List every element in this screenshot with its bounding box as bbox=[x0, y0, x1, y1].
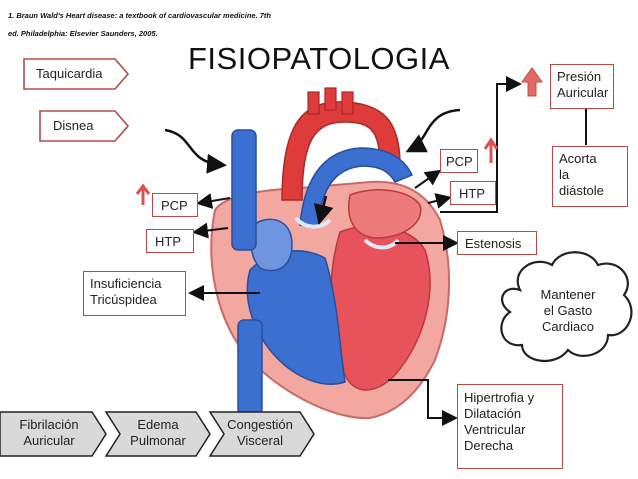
reference-line-2: ed. Philadelphia: Elsevier Saunders, 200… bbox=[8, 29, 158, 38]
mantener-line-3: Cardiaco bbox=[541, 319, 595, 334]
pcp-left-box: PCP bbox=[152, 193, 198, 217]
chevron-1-line-2: Auricular bbox=[23, 433, 75, 448]
htp-left-label: HTP bbox=[155, 234, 181, 249]
disnea-shape bbox=[39, 110, 130, 142]
curved-arrow-icon bbox=[405, 108, 461, 153]
presion-line-2: Auricular bbox=[557, 85, 609, 100]
heart-illustration bbox=[210, 87, 451, 420]
hipertrofia-line-2: Dilatación bbox=[464, 406, 522, 421]
acorta-box: Acorta la diástole bbox=[552, 146, 628, 207]
cloud-shape bbox=[500, 251, 633, 363]
estenosis-label: Estenosis bbox=[465, 236, 522, 251]
chevron-congestion: Congestión Visceral bbox=[214, 417, 306, 449]
hipertrofia-line-1: Hipertrofia y bbox=[464, 390, 535, 405]
chevron-fibrilacion: Fibrilación Auricular bbox=[4, 417, 94, 449]
disnea-label: Disnea bbox=[53, 118, 94, 133]
chevron-2-line-1: Edema bbox=[137, 417, 179, 432]
pcp-right-label: PCP bbox=[446, 154, 473, 169]
up-arrow-icon bbox=[521, 67, 543, 97]
page-title: FISIOPATOLOGIA bbox=[188, 41, 450, 76]
reference-line-1: 1. Braun Wald's Heart disease: a textboo… bbox=[8, 11, 271, 20]
insuficiencia-box: Insuficiencia Tricúspidea bbox=[83, 271, 186, 316]
mantener-line-1: Mantener bbox=[540, 287, 596, 302]
hipertrofia-line-3: Ventricular bbox=[464, 422, 526, 437]
hipertrofia-box: Hipertrofia y Dilatación Ventricular Der… bbox=[457, 384, 563, 469]
chevron-1-line-1: Fibrilación bbox=[19, 417, 79, 432]
mantener-line-2: el Gasto bbox=[543, 303, 593, 318]
acorta-line-3: diástole bbox=[559, 183, 604, 198]
up-arrow-icon bbox=[135, 183, 151, 205]
chevron-shape bbox=[0, 411, 107, 457]
insuficiencia-line-2: Tricúspidea bbox=[90, 292, 157, 307]
acorta-line-2: la bbox=[559, 167, 570, 182]
mantener-text: Mantener el Gasto Cardiaco bbox=[520, 287, 616, 335]
estenosis-box: Estenosis bbox=[457, 231, 537, 255]
presion-line-1: Presión bbox=[557, 69, 602, 84]
chevron-2-line-2: Pulmonar bbox=[130, 433, 186, 448]
htp-right-label: HTP bbox=[459, 186, 485, 201]
htp-right-box: HTP bbox=[450, 181, 496, 205]
chevron-edema: Edema Pulmonar bbox=[112, 417, 204, 449]
pcp-left-label: PCP bbox=[161, 198, 188, 213]
chevron-3-line-1: Congestión bbox=[227, 417, 293, 432]
up-arrow-icon bbox=[483, 137, 499, 163]
chevron-shape bbox=[104, 411, 211, 457]
acorta-line-1: Acorta bbox=[559, 151, 597, 166]
chevron-shape bbox=[208, 411, 315, 457]
pcp-right-box: PCP bbox=[440, 149, 478, 173]
chevron-3-line-2: Visceral bbox=[236, 433, 283, 448]
taquicardia-label: Taquicardia bbox=[36, 66, 103, 81]
insuficiencia-line-1: Insuficiencia bbox=[90, 276, 162, 291]
hipertrofia-line-4: Derecha bbox=[464, 438, 514, 453]
taquicardia-shape bbox=[23, 58, 130, 90]
curved-arrow-icon bbox=[164, 128, 227, 174]
presion-box: Presión Auricular bbox=[550, 64, 614, 109]
htp-left-box: HTP bbox=[146, 229, 194, 253]
